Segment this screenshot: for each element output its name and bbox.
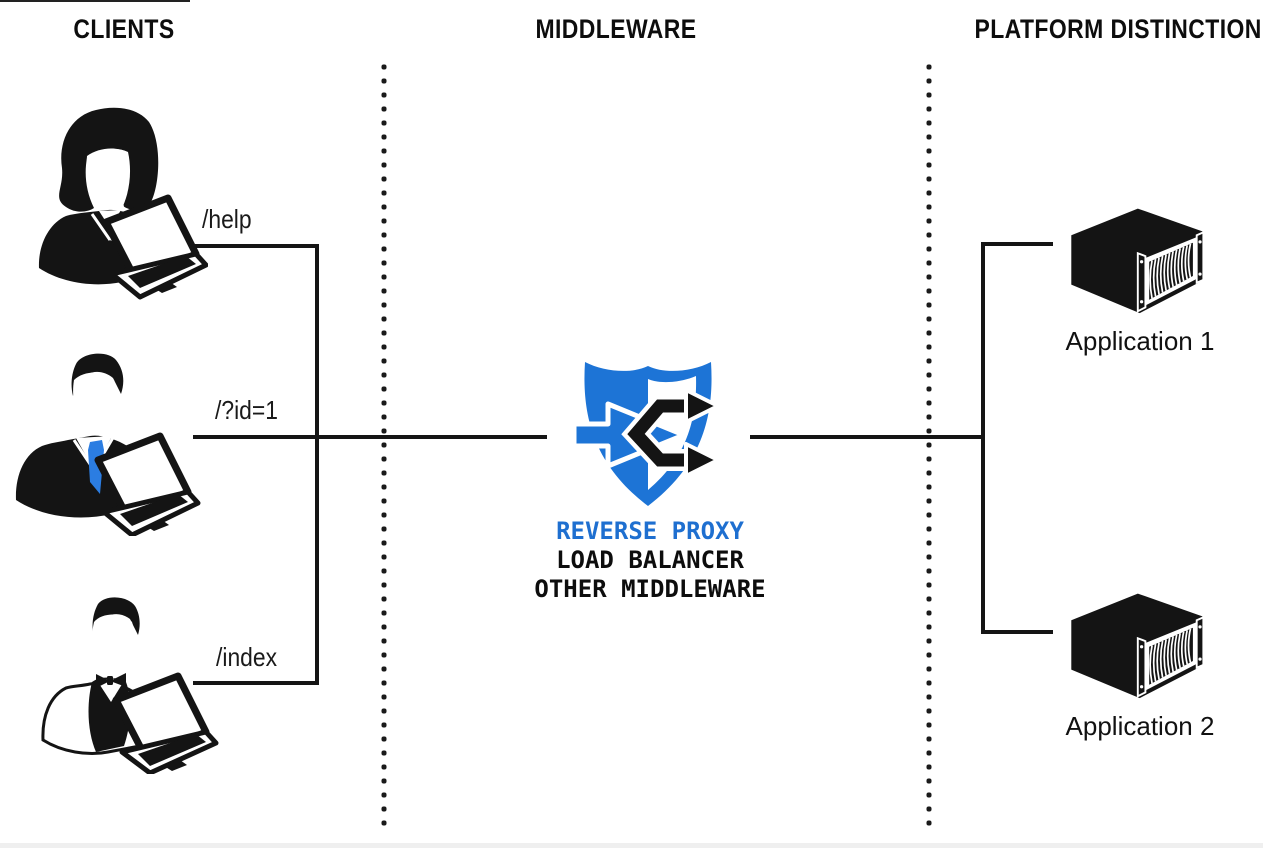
screenshot-edge-artifact bbox=[0, 0, 190, 2]
client1-connector-line bbox=[193, 244, 319, 248]
man-bowtie-vest-with-laptop-icon bbox=[41, 597, 219, 774]
proxy-to-apps-line bbox=[750, 435, 985, 439]
other-middleware-label: OTHER MIDDLEWARE bbox=[534, 575, 766, 603]
client3-connector-line bbox=[193, 681, 319, 685]
column-header-clients: CLIENTS bbox=[73, 14, 175, 44]
shield-split-arrows-icon bbox=[571, 362, 720, 506]
application-2-label: Application 2 bbox=[1065, 711, 1215, 741]
load-balancer-label: LOAD BALANCER bbox=[556, 546, 744, 574]
column-header-platform-distinction: PLATFORM DISTINCTION bbox=[974, 14, 1262, 44]
businesswoman-with-laptop-icon bbox=[38, 107, 208, 300]
request-path-label-help: /help bbox=[202, 204, 252, 234]
request-path-label-id1: /?id=1 bbox=[215, 395, 278, 425]
application-1-label: Application 1 bbox=[1065, 326, 1215, 356]
apps-trunk-line bbox=[981, 242, 985, 634]
clients-trunk-line bbox=[315, 244, 319, 685]
businessman-suit-tie-with-laptop-icon bbox=[15, 353, 201, 536]
screenshot-bottom-edge bbox=[0, 843, 1263, 848]
request-path-label-index: /index bbox=[216, 642, 278, 672]
reverse-proxy-label: REVERSE PROXY bbox=[556, 517, 744, 545]
column-header-middleware: MIDDLEWARE bbox=[535, 14, 697, 44]
separator-dotted-line-left bbox=[381, 60, 387, 826]
separator-dotted-line-right bbox=[926, 60, 932, 826]
rack-server-icon-app1 bbox=[1071, 208, 1205, 314]
rack-server-icon-app2 bbox=[1071, 593, 1205, 699]
app2-connector-line bbox=[981, 630, 1053, 634]
middleware-caption: REVERSE PROXY LOAD BALANCER OTHER MIDDLE… bbox=[520, 517, 780, 604]
app1-connector-line bbox=[981, 242, 1053, 246]
client2-connector-line bbox=[193, 435, 547, 439]
